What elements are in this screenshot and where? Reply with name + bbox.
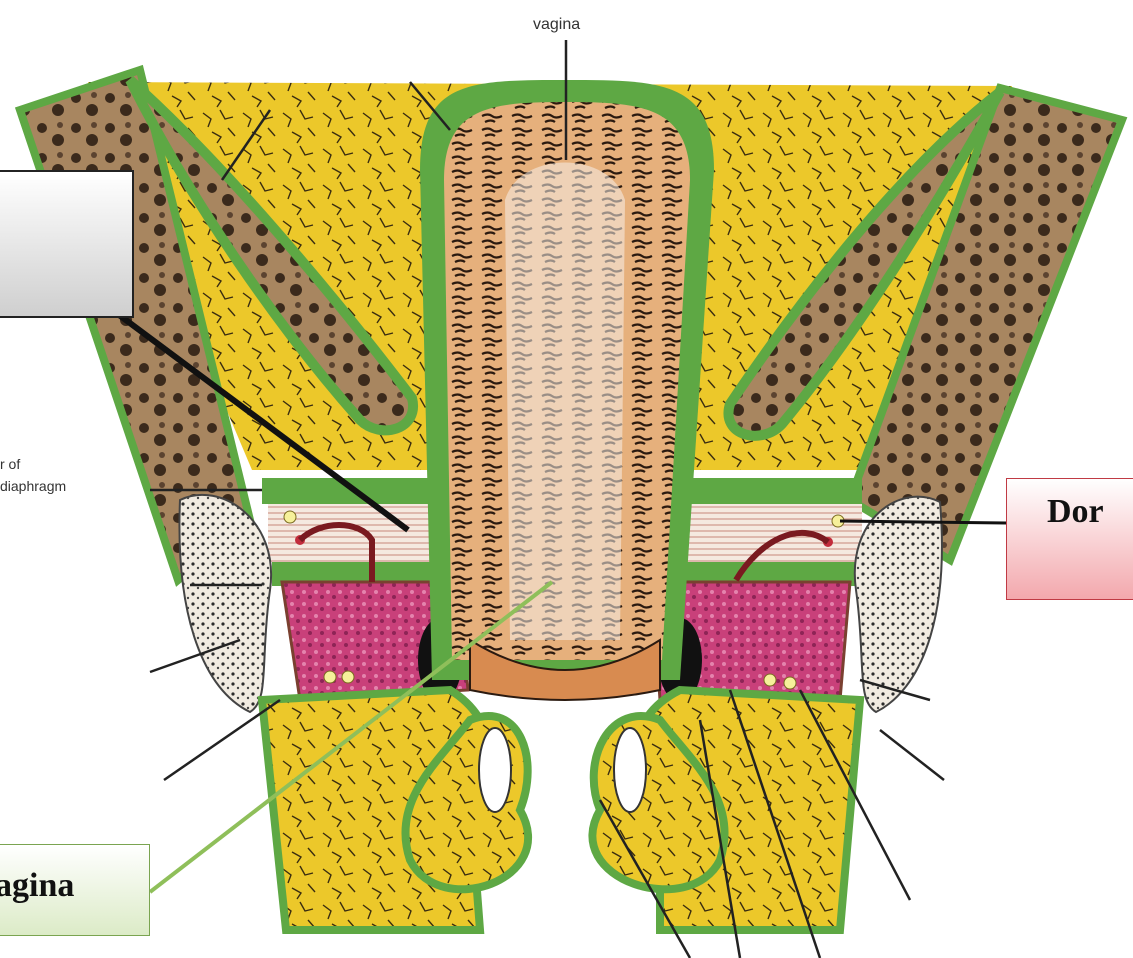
callout-box-bottom-left: agina — [0, 844, 150, 936]
callout-right-pointer — [840, 521, 1006, 523]
label-vagina: vagina — [533, 16, 580, 34]
label-diaphragm-line2: diaphragm — [0, 478, 66, 494]
left-vessel — [284, 511, 296, 523]
left-ischium — [179, 495, 271, 712]
right-opening-white — [614, 728, 646, 812]
vagina-center-light — [505, 163, 625, 641]
callout-box-right: Dor — [1006, 478, 1133, 600]
callout-box-top-left — [0, 170, 134, 318]
right-ischium — [855, 497, 942, 712]
left-opening-white — [479, 728, 511, 812]
label-diaphragm-line1: r of — [0, 456, 20, 472]
